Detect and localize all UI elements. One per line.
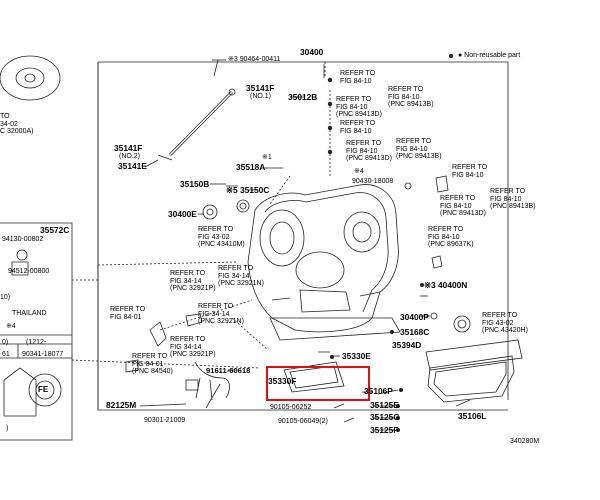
part-90430[interactable]: 90430-18008	[352, 178, 394, 185]
note-10: 10)	[0, 294, 11, 301]
refer-to-fig-84-10-f[interactable]: REFER TO FIG 84-10 (PNC 89413D)	[346, 140, 392, 163]
figure-code: 340280M	[510, 438, 540, 445]
part-30400[interactable]: 30400	[300, 47, 324, 57]
part-35141f-no2[interactable]: 35141F	[114, 143, 143, 153]
part-90105-a[interactable]: 90105-06252	[270, 404, 312, 411]
part-35572c[interactable]: 35572C	[40, 225, 70, 235]
part-35125g[interactable]: 35125G	[370, 412, 400, 422]
refer-to-fig-34-14-d[interactable]: REFER TO FIG 34-14 (PNC 32921P)	[170, 336, 216, 359]
part-35150c[interactable]: ※5 35150C	[226, 185, 270, 195]
refer-to-fig-84-10-g[interactable]: REFER TO FIG 84-10	[452, 164, 488, 179]
refer-to-fig-84-01-a[interactable]: REFER TO FIG 84-01	[110, 306, 146, 321]
part-35125e[interactable]: 35125E	[370, 400, 399, 410]
part-40400n[interactable]: ※3 40400N	[424, 280, 468, 290]
refer-to-fig-43-02-b[interactable]: REFER TO FIG 43-02 (PNC 43420H)	[482, 312, 528, 335]
part-90464[interactable]: ※3 90464-00411	[228, 56, 281, 63]
refer-to-fig-84-10-b[interactable]: REFER TO FIG 84-10 (PNC 89413B)	[388, 86, 434, 109]
refer-to-fig-84-10-c[interactable]: REFER TO FIG 84-10 (PNC 89413D)	[336, 96, 382, 119]
part-35518a-note: ※1	[262, 154, 272, 161]
part-90301[interactable]: 90301-21009	[144, 417, 186, 424]
part-90105-b[interactable]: 90105-06049(2)	[278, 418, 328, 425]
refer-to-fig-84-10-j[interactable]: REFER TO FIG 84-10 (PNC 89637K)	[428, 226, 474, 249]
table-cell-1: 61	[2, 351, 10, 358]
part-35125f[interactable]: 35125F	[370, 425, 399, 435]
refer-to-fig-34-14-c[interactable]: REFER TO FIG 34-14 (PNC 32921N)	[198, 303, 244, 326]
refer-to-fig-43-02-a[interactable]: REFER TO FIG 43-02 (PNC 43410M)	[198, 226, 245, 249]
left-panel-frame	[0, 222, 73, 441]
part-35106p[interactable]: 35106P	[364, 386, 393, 396]
part-35168c[interactable]: 35168C	[400, 327, 430, 337]
oil-pan	[427, 355, 515, 403]
part-82125m[interactable]: 82125M	[106, 400, 137, 410]
part-30400p[interactable]: 30400P	[400, 312, 429, 322]
ref-32000a[interactable]: TO 34-02 C 32000A)	[0, 113, 34, 136]
part-35141f-no2-sub: (NO.2)	[119, 153, 140, 160]
note-x4: ※4	[6, 323, 16, 330]
refer-to-fig-34-14-b[interactable]: REFER TO FIG 34-14 (PNC 32921N)	[218, 265, 264, 288]
refer-to-fig-84-10-i[interactable]: REFER TO FIG 84-10 (PNC 89413D)	[440, 195, 486, 218]
fe-badge: FE	[38, 385, 49, 394]
part-35518a[interactable]: 35518A	[236, 162, 266, 172]
table-header-1: 0)	[2, 339, 9, 346]
part-35394d[interactable]: 35394D	[392, 340, 422, 350]
refer-to-fig-84-10-a[interactable]: REFER TO FIG 84-10	[340, 70, 376, 85]
frame-top-right	[98, 61, 509, 400]
part-35141f-no1-sub: (NO.1)	[250, 93, 271, 100]
part-35012b[interactable]: 35012B	[288, 92, 318, 102]
refer-to-fig-84-10-e[interactable]: REFER TO FIG 84-10 (PNC 89413B)	[396, 138, 442, 161]
note-thailand: THAILAND	[12, 310, 47, 317]
refer-to-fig-84-10-h[interactable]: REFER TO FIG 84-10 (PNC 89413B)	[490, 188, 536, 211]
refer-to-fig-34-14-a[interactable]: REFER TO FIG 34-14 (PNC 32921P)	[170, 270, 216, 293]
part-35106l[interactable]: 35106L	[458, 411, 487, 421]
part-30400e[interactable]: 30400E	[168, 209, 197, 219]
part-94512[interactable]: 94512-00800	[8, 268, 50, 275]
refer-to-fig-84-01-b[interactable]: REFER TO FIG 84-01 (PNC 84540)	[132, 353, 173, 376]
part-35141e[interactable]: 35141E	[118, 161, 147, 171]
legend-non-reusable: ● Non-reusable part	[458, 52, 521, 59]
part-35330f[interactable]: 35330F	[268, 376, 297, 386]
part-90430-note: ※4	[354, 168, 364, 175]
part-35150b[interactable]: 35150B	[180, 179, 210, 189]
part-35330e[interactable]: 35330E	[342, 351, 371, 361]
table-header-2: (1212-	[26, 339, 47, 346]
table-cell-2[interactable]: 90341-18077	[22, 351, 64, 358]
transmission-case	[247, 184, 399, 333]
part-35141f-no1[interactable]: 35141F	[246, 83, 275, 93]
part-91611[interactable]: 91611-60618	[206, 366, 251, 375]
close-paren: )	[6, 425, 9, 432]
refer-to-fig-84-10-d[interactable]: REFER TO FIG 84-10	[340, 120, 376, 135]
part-94130[interactable]: 94130-00802	[2, 236, 44, 243]
highlight-35330f	[266, 366, 370, 401]
